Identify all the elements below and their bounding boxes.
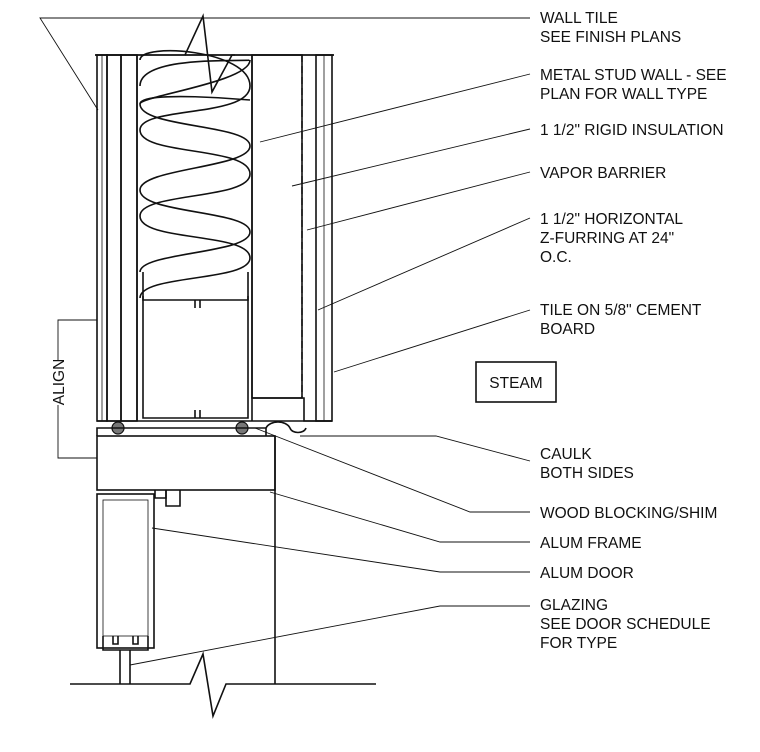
rigid-insulation [251,54,303,399]
callout-labels: WALL TILE SEE FINISH PLANS METAL STUD WA… [540,10,731,652]
break-line-bottom [70,651,376,719]
callout-wood-blocking: WOOD BLOCKING/SHIM [540,505,717,522]
leader-lines [39,17,531,666]
leader-wall-tile [39,17,530,111]
callout-wall-tile: WALL TILE SEE FINISH PLANS [540,10,681,46]
room-tag: STEAM [475,361,557,403]
leader-alum-door [151,527,530,573]
leader-z-furring [317,217,531,311]
align-label: ALIGN [51,359,68,406]
leader-wood-blocking [254,427,530,513]
alum-door-leaf [96,493,155,649]
callout-rigid-insulation: 1 1/2" RIGID INSULATION [540,122,724,139]
metal-stud [142,272,249,419]
callout-z-furring: 1 1/2" HORIZONTAL Z-FURRING AT 24" O.C. [540,211,687,266]
callout-vapor-barrier: VAPOR BARRIER [540,165,666,182]
cement-board [106,54,122,422]
callout-glazing: GLAZING SEE DOOR SCHEDULE FOR TYPE [540,597,715,652]
callout-alum-door: ALUM DOOR [540,565,634,582]
z-furring [252,397,305,404]
leader-alum-frame [269,491,530,543]
leader-tile-on-cement-board [333,309,531,373]
callout-metal-stud-wall: METAL STUD WALL - SEE PLAN FOR WALL TYPE [540,67,731,103]
glazing-section [102,636,149,684]
alum-frame-head [96,435,276,491]
callout-caulk: CAULK BOTH SIDES [540,446,634,482]
leader-metal-stud-wall [259,73,531,143]
leader-caulk [300,435,531,462]
leader-rigid-insulation [291,128,531,187]
callout-alum-frame: ALUM FRAME [540,535,642,552]
leader-vapor-barrier [306,171,531,231]
align-dimension: ALIGN [51,319,97,459]
wall-assembly [95,13,334,435]
room-tag-text: STEAM [489,375,542,392]
batt-insulation [139,50,251,299]
callout-tile-on-cement-board: TILE ON 5/8" CEMENT BOARD [540,302,705,338]
leader-glazing [129,605,530,666]
door-frame-assembly [70,427,376,719]
break-line-top-symbol [95,13,334,95]
